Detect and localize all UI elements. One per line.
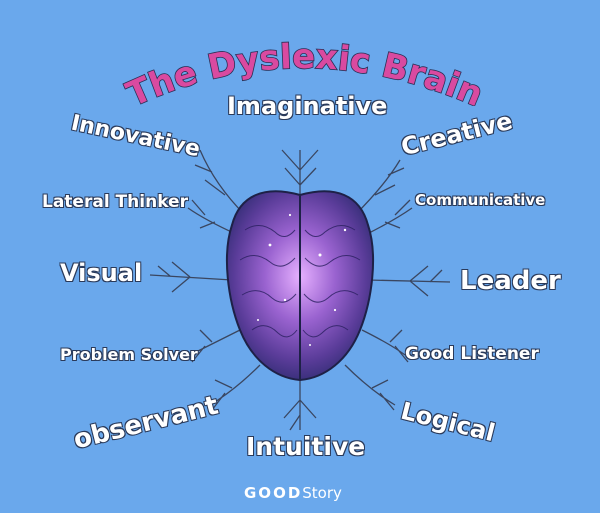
title: The Dyslexic Brain (120, 36, 489, 106)
trait-lateral-thinker: Lateral Thinker (42, 192, 188, 212)
trait-good-listener: Good Listener (405, 344, 539, 364)
brain-illustration (225, 190, 375, 382)
trait-visual: Visual (60, 259, 143, 287)
goodstory-logo: GOODStory (244, 484, 342, 502)
trait-intuitive: Intuitive (246, 432, 366, 461)
trait-imaginative: Imaginative (227, 92, 388, 120)
trait-problem-solver: Problem Solver (60, 345, 198, 364)
logo-good: GOOD (244, 484, 303, 502)
trait-communicative: Communicative (415, 191, 546, 209)
logo-story: Story (302, 484, 342, 502)
trait-leader: Leader (460, 266, 561, 296)
